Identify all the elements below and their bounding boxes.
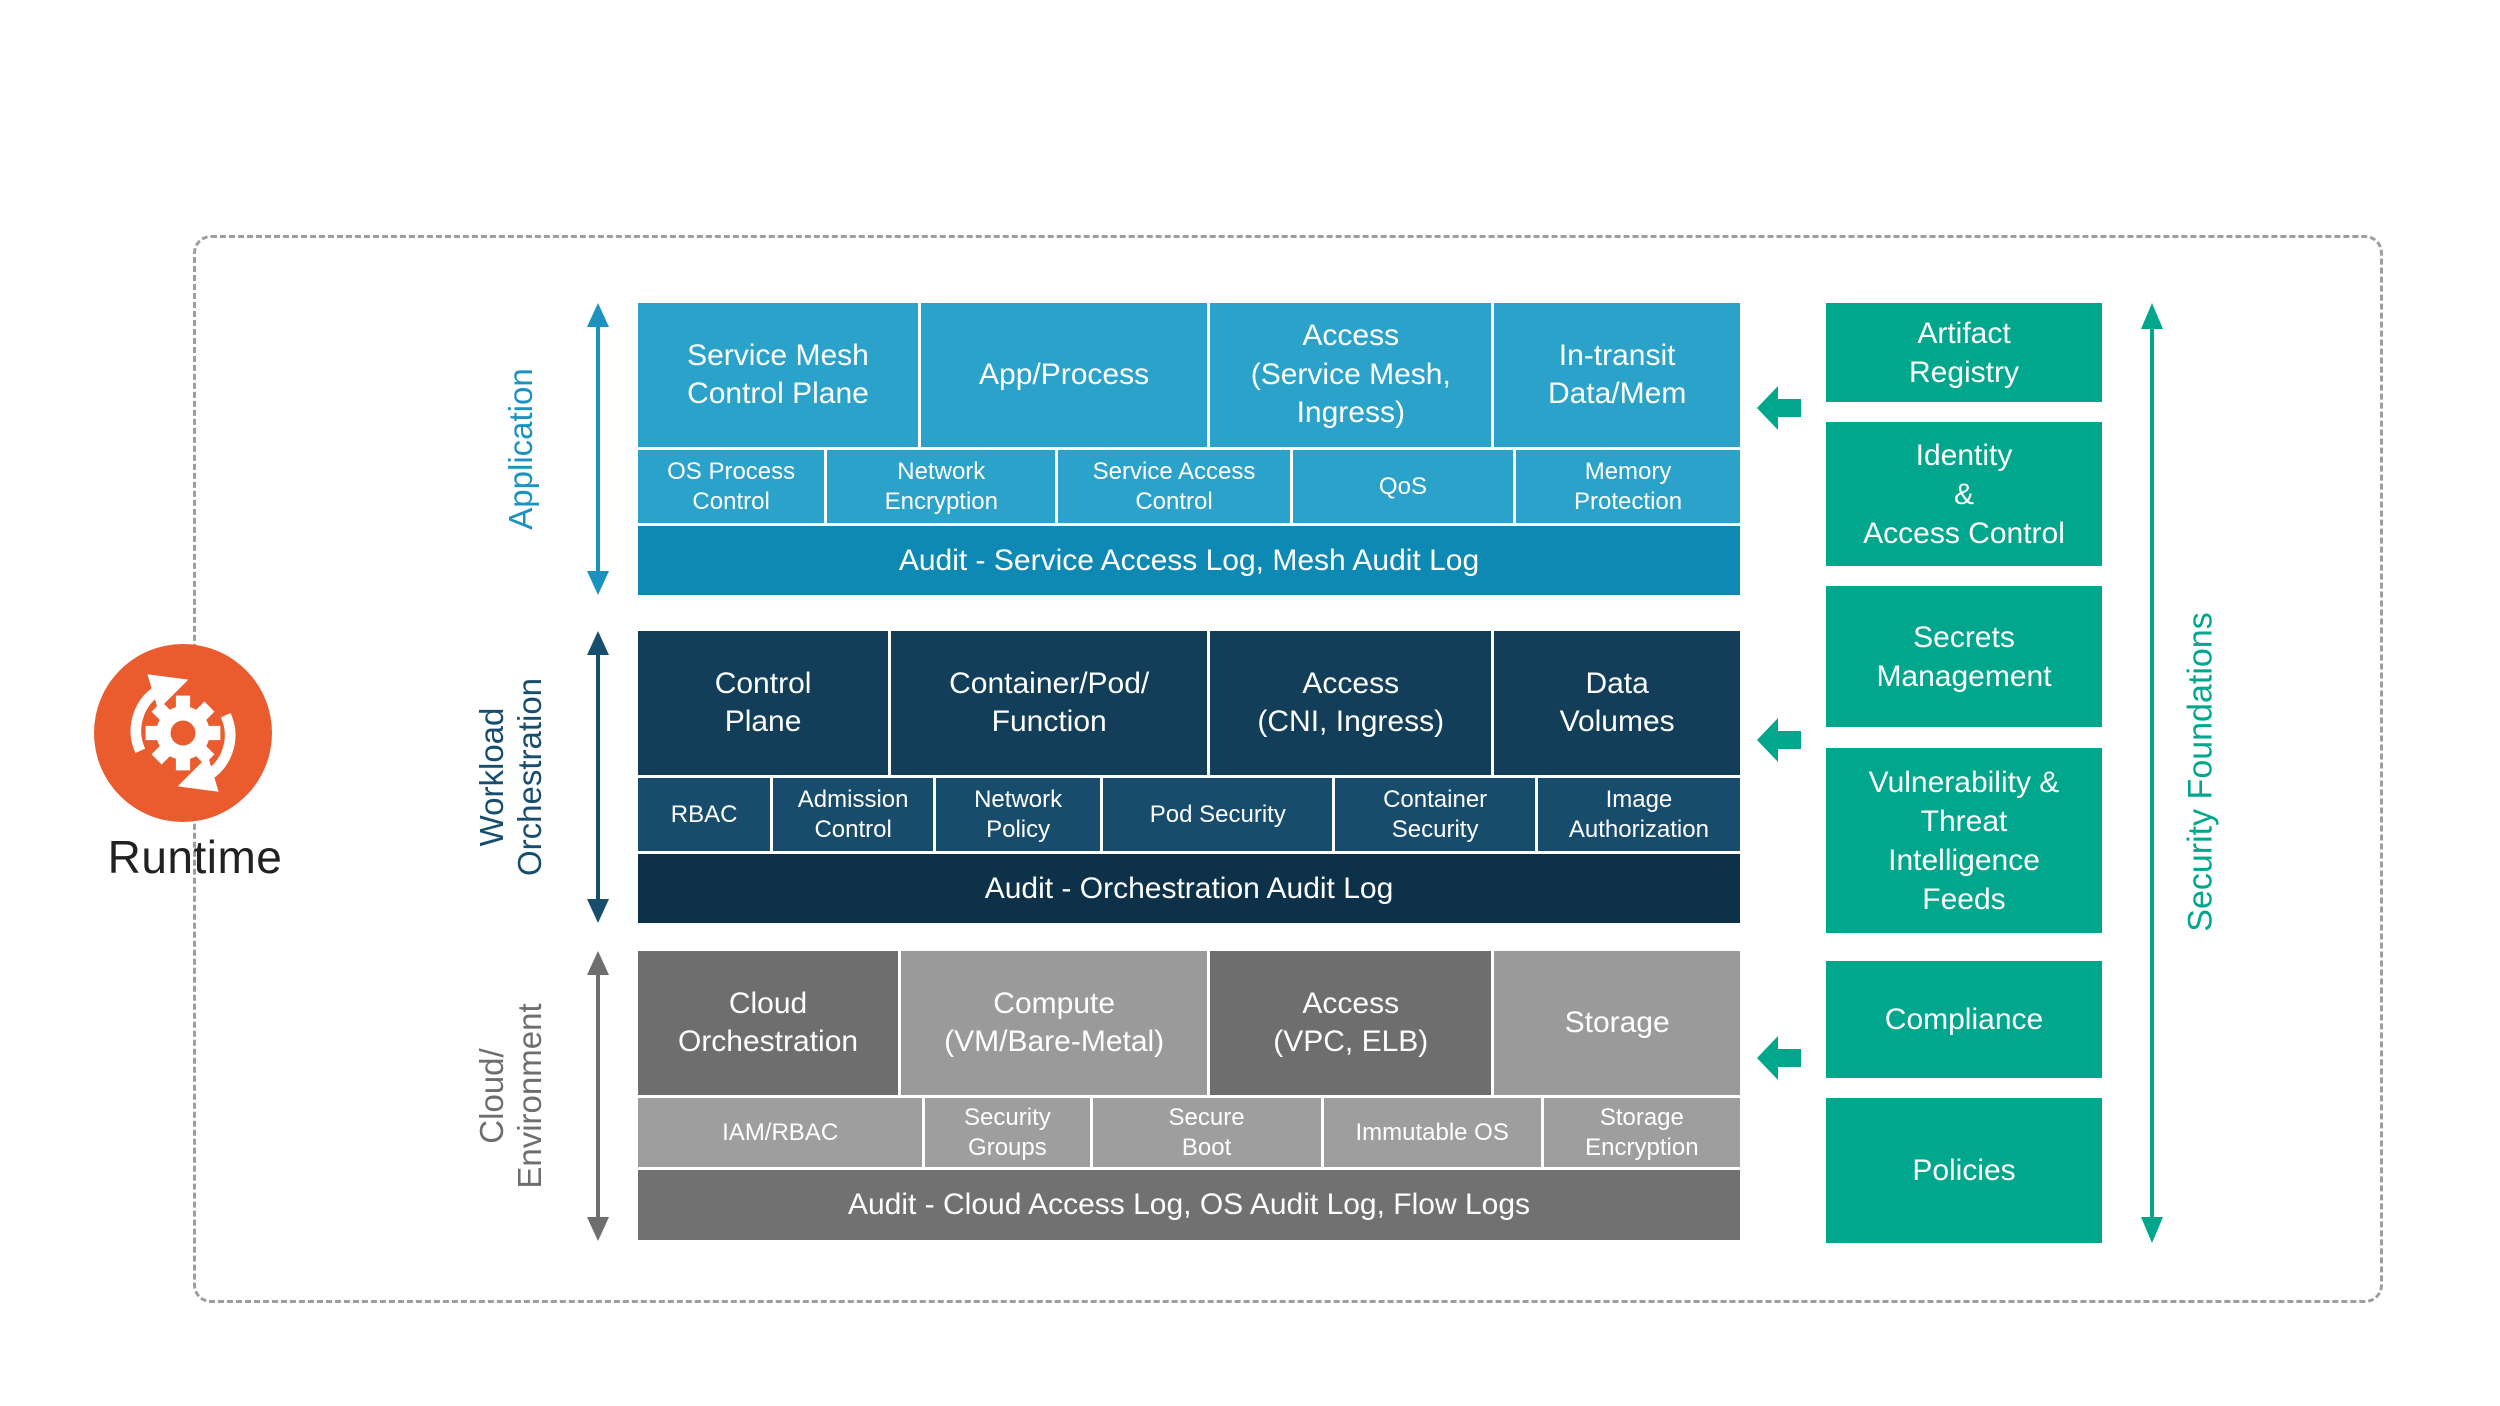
layer-box: Control Plane xyxy=(638,631,889,775)
foundation-box: Identity & Access Control xyxy=(1826,422,2102,566)
layer-box: Container/Pod/ Function xyxy=(891,631,1208,775)
application-layer-stack: Service Mesh Control Plane App/Process A… xyxy=(638,303,1740,595)
foundation-left-arrow-icon xyxy=(1757,1036,1801,1080)
control-box: Security Groups xyxy=(925,1098,1090,1167)
cloud-layer-stack: Cloud Orchestration Compute (VM/Bare-Met… xyxy=(638,951,1740,1240)
control-box: Container Security xyxy=(1335,778,1535,851)
runtime-label: Runtime xyxy=(107,831,283,883)
layer-box: In-transit Data/Mem xyxy=(1494,303,1740,447)
audit-bar: Audit - Orchestration Audit Log xyxy=(638,854,1740,923)
workload-big-row: Control Plane Container/Pod/ Function Ac… xyxy=(638,631,1740,775)
control-box: Memory Protection xyxy=(1516,450,1740,523)
control-box: QoS xyxy=(1292,450,1514,523)
foundation-box: Secrets Management xyxy=(1826,586,2102,727)
layer-box: Storage xyxy=(1494,951,1740,1095)
foundation-box: Compliance xyxy=(1826,961,2102,1078)
workload-orchestration-layer-label: Workload Orchestration xyxy=(473,677,548,877)
cloud-big-row: Cloud Orchestration Compute (VM/Bare-Met… xyxy=(638,951,1740,1095)
control-box: Immutable OS xyxy=(1323,1098,1541,1167)
foundation-box: Artifact Registry xyxy=(1826,303,2102,402)
workload-span-double-vertical-arrow-icon xyxy=(587,631,609,923)
control-box: Secure Boot xyxy=(1092,1098,1321,1167)
control-box: Pod Security xyxy=(1103,778,1333,851)
control-box: Storage Encryption xyxy=(1543,1098,1740,1167)
security-foundations-double-vertical-arrow-icon xyxy=(2141,303,2163,1243)
control-box: Service Access Control xyxy=(1058,450,1290,523)
foundation-left-arrow-icon xyxy=(1757,718,1801,762)
control-box: RBAC xyxy=(638,778,771,851)
audit-bar: Audit - Service Access Log, Mesh Audit L… xyxy=(638,526,1740,595)
layer-box: Data Volumes xyxy=(1494,631,1740,775)
runtime-sync-gear-icon xyxy=(94,644,272,822)
control-box: Admission Control xyxy=(773,778,934,851)
control-box: Network Policy xyxy=(936,778,1101,851)
application-big-row: Service Mesh Control Plane App/Process A… xyxy=(638,303,1740,447)
control-box: OS Process Control xyxy=(638,450,825,523)
cloud-control-row: IAM/RBAC Security Groups Secure Boot Imm… xyxy=(638,1098,1740,1167)
layer-box: Cloud Orchestration xyxy=(638,951,899,1095)
application-span-double-vertical-arrow-icon xyxy=(587,303,609,595)
cloud-environment-layer-label: Cloud/ Environment xyxy=(473,1003,548,1189)
layer-box: Access (CNI, Ingress) xyxy=(1210,631,1492,775)
application-layer-label: Application xyxy=(502,368,540,530)
cloud-span-double-vertical-arrow-icon xyxy=(587,951,609,1241)
application-control-row: OS Process Control Network Encryption Se… xyxy=(638,450,1740,523)
foundation-box: Vulnerability & Threat Intelligence Feed… xyxy=(1826,748,2102,933)
security-foundations-label: Security Foundations xyxy=(2181,612,2220,932)
control-box: Network Encryption xyxy=(827,450,1056,523)
workload-layer-stack: Control Plane Container/Pod/ Function Ac… xyxy=(638,631,1740,923)
layer-box: Compute (VM/Bare-Metal) xyxy=(901,951,1208,1095)
workload-control-row: RBAC Admission Control Network Policy Po… xyxy=(638,778,1740,851)
layer-box: Access (VPC, ELB) xyxy=(1210,951,1492,1095)
foundation-left-arrow-icon xyxy=(1757,386,1801,430)
audit-bar: Audit - Cloud Access Log, OS Audit Log, … xyxy=(638,1170,1740,1240)
layer-box: Service Mesh Control Plane xyxy=(638,303,918,447)
layer-box: Access (Service Mesh, Ingress) xyxy=(1210,303,1492,447)
foundation-box: Policies xyxy=(1826,1098,2102,1243)
control-box: Image Authorization xyxy=(1537,778,1740,851)
layer-box: App/Process xyxy=(920,303,1208,447)
control-box: IAM/RBAC xyxy=(638,1098,923,1167)
